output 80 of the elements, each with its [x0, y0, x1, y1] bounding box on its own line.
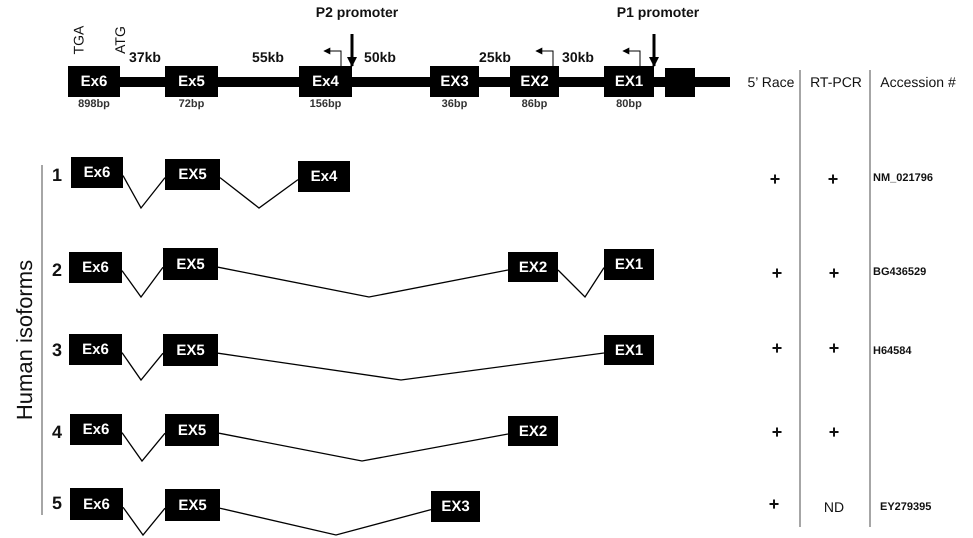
exon-box: EX2	[508, 252, 558, 282]
exon-box: EX3	[430, 66, 479, 97]
exon-box: EX5	[165, 414, 219, 446]
exon-box: Ex6	[69, 334, 122, 365]
table-value: +	[770, 170, 780, 188]
exon-box: EX5	[165, 489, 220, 521]
size-label: 156bp	[308, 98, 342, 110]
gene-line	[654, 77, 665, 87]
gene-line	[218, 77, 299, 87]
splice-line	[218, 266, 508, 298]
size-label: 898bp	[77, 98, 111, 110]
exon-box: EX1	[604, 66, 654, 97]
splice-line	[558, 267, 605, 298]
column-header: Accession #	[880, 75, 956, 89]
exon-box: Ex4	[298, 161, 350, 192]
exon-box: EX3	[431, 491, 480, 522]
edge-label: 37kb	[128, 48, 162, 66]
exon-box: Ex6	[69, 252, 122, 283]
accession-number: NM_021796	[873, 172, 933, 184]
table-value: +	[772, 423, 782, 441]
exon-box: Ex5	[165, 66, 218, 97]
size-label: 80bp	[615, 98, 643, 110]
edge-label: 55kb	[251, 48, 285, 66]
gene-line	[649, 34, 659, 67]
gene-line	[120, 77, 165, 87]
edge-label: 50kb	[363, 48, 397, 66]
splice-line	[122, 175, 166, 210]
accession-number: BG436529	[873, 266, 926, 278]
gene-line	[352, 77, 430, 87]
codon-label: ATG	[113, 26, 127, 54]
exon-box: EX5	[165, 159, 220, 190]
splice-line	[218, 352, 604, 381]
table-value: +	[768, 495, 780, 513]
exon-box: EX1	[604, 249, 654, 280]
splice-line	[220, 508, 432, 536]
isoform-number: 1	[52, 166, 62, 184]
exon-box: Ex6	[68, 66, 120, 97]
codon-label: TGA	[71, 26, 85, 54]
gene-line	[479, 77, 510, 87]
splice-line	[121, 266, 164, 298]
exon-box: Ex6	[70, 414, 122, 445]
promoter-label: P1 promoter	[609, 2, 707, 22]
isoform-number: 2	[52, 261, 62, 279]
splice-line	[220, 177, 298, 209]
accession-number: EY279395	[880, 502, 932, 512]
exon-box: Ex6	[71, 157, 123, 188]
splice-line	[121, 352, 164, 382]
exon-box: Ex4	[299, 66, 352, 97]
exon-box: EX2	[508, 416, 558, 446]
size-label: 72bp	[178, 98, 206, 110]
edge-label: 30kb	[561, 48, 595, 66]
table-value: +	[828, 339, 840, 357]
table-value: ND	[824, 500, 844, 514]
splice-line	[121, 432, 166, 462]
column-header: RT-PCR	[810, 75, 862, 89]
isoform-number: 4	[52, 423, 62, 441]
exon-box: EX5	[163, 334, 218, 366]
table-value: +	[828, 170, 838, 188]
size-label: 36bp	[440, 98, 468, 110]
table-value: +	[772, 339, 782, 357]
axis-title: Human isoforms	[14, 260, 36, 420]
exon-box: EX2	[510, 66, 559, 97]
exon-box: EX1	[604, 335, 654, 365]
gene-line	[347, 34, 357, 67]
exon-box	[665, 68, 695, 97]
table-value: +	[828, 423, 840, 441]
edge-label: 25kb	[478, 48, 512, 66]
splice-line	[218, 432, 508, 462]
gene-line	[559, 77, 604, 87]
size-label: 86bp	[520, 98, 548, 110]
column-header: 5’ Race	[748, 75, 794, 89]
promoter-label: P2 promoter	[308, 2, 406, 22]
isoform-number: 5	[52, 494, 62, 512]
splice-line	[122, 506, 166, 536]
exon-box: EX5	[163, 248, 218, 280]
table-value: +	[828, 264, 840, 282]
exon-box: Ex6	[70, 488, 123, 520]
isoform-number: 3	[52, 341, 62, 359]
accession-number: H64584	[873, 346, 912, 356]
table-value: +	[772, 264, 782, 282]
